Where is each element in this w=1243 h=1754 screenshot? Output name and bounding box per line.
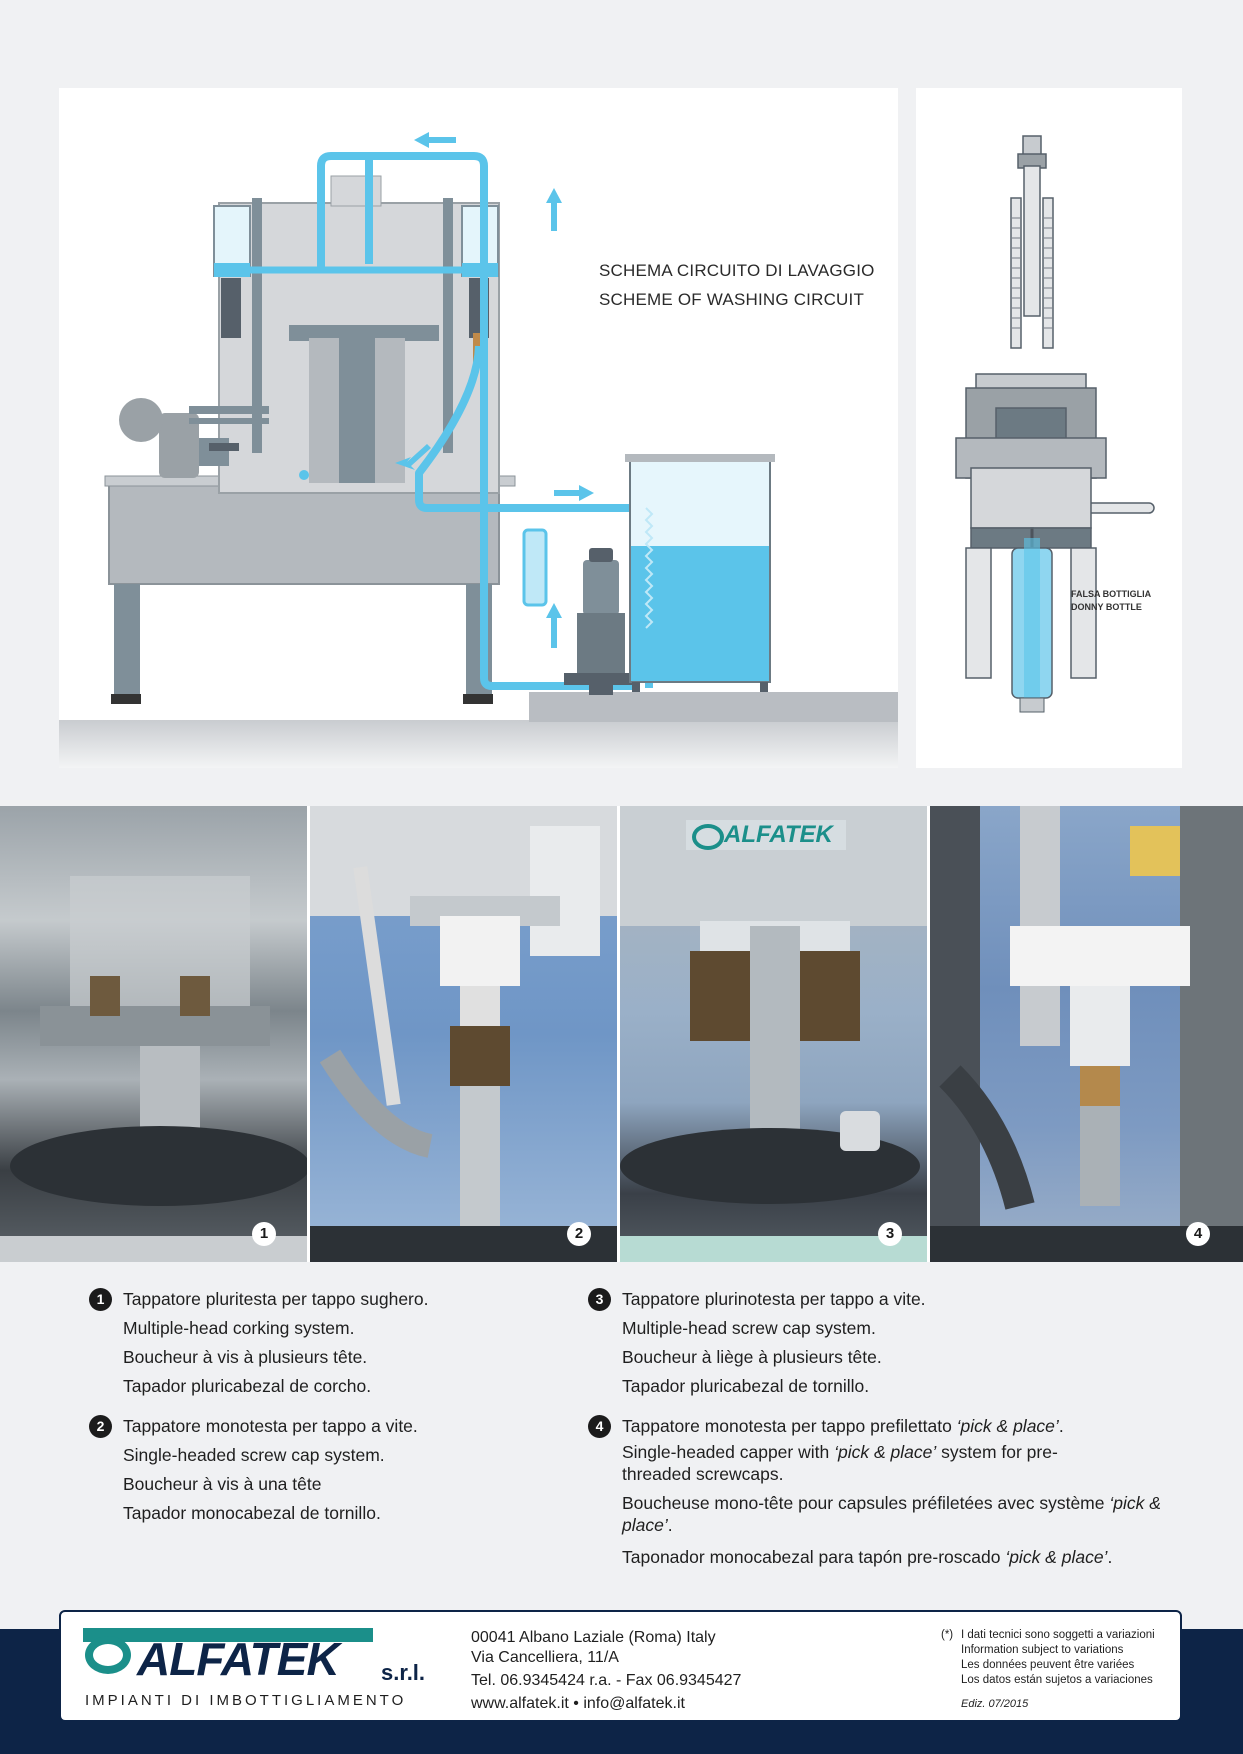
photo-3-multihead-screwcap: ALFATEK 3 <box>620 806 927 1262</box>
logo-suffix: s.r.l. <box>381 1660 426 1685</box>
caption-4-en: Single-headed capper with ‘pick & place’… <box>622 1441 1082 1485</box>
caption-4-es-end: . <box>1107 1547 1113 1567</box>
web-contacts: www.alfatek.it • info@alfatek.it <box>471 1694 741 1714</box>
caption-4-en-end: system for pre-threaded screwcaps. <box>622 1442 1058 1484</box>
photo-3-number: 3 <box>878 1222 902 1246</box>
washing-tank <box>625 454 775 692</box>
dummy-bottle-label: FALSA BOTTIGLIA DONNY BOTTLE <box>1071 588 1151 614</box>
contact-separator: • <box>573 1695 579 1712</box>
logo-brand: ALFATEK <box>137 1633 340 1685</box>
disclaimer-it: I dati tecnici sono soggetti a variazion… <box>961 1629 1155 1641</box>
capping-machine <box>104 175 516 704</box>
caption-1-it: Tappatore pluritesta per tappo sughero. <box>123 1289 429 1309</box>
photo-4-pick-and-place: 4 <box>930 806 1243 1262</box>
photo-1-multihead-corker: 1 <box>0 806 307 1262</box>
caption-1: 1 Tappatore pluritesta per tappo sughero… <box>89 1285 539 1401</box>
photo-2-number: 2 <box>567 1222 591 1246</box>
schema-title: SCHEMA CIRCUITO DI LAVAGGIO SCHEME OF WA… <box>599 256 875 314</box>
disclaimer-fr: Les données peuvent être variées <box>961 1659 1135 1671</box>
caption-1-number: 1 <box>89 1288 112 1311</box>
caption-4-es: Taponador monocabezal para tapón pre-ros… <box>622 1543 1162 1572</box>
schema-title-en: SCHEME OF WASHING CIRCUIT <box>599 290 865 309</box>
pump-platform <box>529 692 898 722</box>
schema-title-it: SCHEMA CIRCUITO DI LAVAGGIO <box>599 261 875 280</box>
caption-4-es-emphasis: ‘pick & place’ <box>1005 1547 1108 1567</box>
floor <box>59 720 898 768</box>
caption-3-en: Multiple-head screw cap system. <box>622 1318 876 1338</box>
caption-4-fr-emphasis: ‘pick & place’ <box>622 1493 1161 1535</box>
caption-1-fr: Boucheur à vis à plusieurs tête. <box>123 1347 368 1367</box>
phone-fax: Tel. 06.9345424 r.a. - Fax 06.9345427 <box>471 1672 742 1689</box>
photo-4-image <box>930 806 1243 1262</box>
photo-3-logo: ALFATEK <box>686 820 846 850</box>
caption-2-it: Tappatore monotesta per tappo a vite. <box>123 1416 418 1436</box>
washing-circuit-diagram-panel: SCHEMA CIRCUITO DI LAVAGGIO SCHEME OF WA… <box>59 88 898 768</box>
caption-2-en: Single-headed screw cap system. <box>123 1445 385 1465</box>
caption-4-number: 4 <box>588 1415 611 1438</box>
caption-3-number: 3 <box>588 1288 611 1311</box>
photo-1-image <box>0 876 307 1262</box>
caption-1-en: Multiple-head corking system. <box>123 1318 355 1338</box>
photo-2-monohead-screwcap: 2 <box>310 806 617 1262</box>
address-line-1: 00041 Albano Laziale (Roma) Italy <box>471 1629 716 1646</box>
caption-4-it-text: Tappatore monotesta per tappo prefiletta… <box>622 1416 957 1436</box>
disclaimer-en: Information subject to variations <box>961 1644 1124 1656</box>
caption-4-en-text: Single-headed capper with <box>622 1442 835 1462</box>
website-link[interactable]: www.alfatek.it <box>471 1695 569 1712</box>
logo-teal-bar <box>83 1628 373 1642</box>
dummy-bottle-label-en: DONNY BOTTLE <box>1071 602 1142 612</box>
flow-arrows <box>395 132 594 648</box>
photo-2-image <box>310 806 617 1262</box>
address-line-2: Via Cancelliera, 11/A <box>471 1649 619 1666</box>
email-link[interactable]: info@alfatek.it <box>583 1695 685 1712</box>
pump <box>564 548 638 695</box>
company-tagline: IMPIANTI DI IMBOTTIGLIAMENTO <box>85 1692 407 1709</box>
photo-3-logo-mark <box>692 824 724 850</box>
caption-2-es: Tapador monocabezal de tornillo. <box>123 1503 381 1523</box>
caption-4: 4 Tappatore monotesta per tappo prefilet… <box>588 1412 1188 1572</box>
caption-3: 3 Tappatore plurinotesta per tappo a vit… <box>588 1285 1148 1401</box>
capping-head-section-panel: FALSA BOTTIGLIA DONNY BOTTLE <box>916 88 1182 768</box>
disclaimer-es: Los datos están sujetos a variaciones <box>961 1674 1153 1686</box>
photo-4-number: 4 <box>1186 1222 1210 1246</box>
dummy-bottle-label-it: FALSA BOTTIGLIA <box>1071 589 1152 599</box>
caption-4-en-emphasis: ‘pick & place’ <box>834 1442 937 1462</box>
company-address: 00041 Albano Laziale (Roma) Italy Via Ca… <box>471 1628 741 1714</box>
caption-4-it-end: . <box>1058 1416 1064 1436</box>
caption-2: 2 Tappatore monotesta per tappo a vite. … <box>89 1412 539 1528</box>
caption-3-fr: Boucheur à liège à plusieurs tête. <box>622 1347 882 1367</box>
caption-2-fr: Boucheur à vis à una tête <box>123 1474 322 1494</box>
edition-date: Ediz. 07/2015 <box>961 1698 1029 1710</box>
caption-4-fr-end: . <box>667 1515 673 1535</box>
caption-4-it-emphasis: ‘pick & place’ <box>956 1416 1059 1436</box>
caption-4-fr-text: Boucheuse mono-tête pour capsules préfil… <box>622 1493 1110 1513</box>
footer-card: ALFATEK s.r.l. IMPIANTI DI IMBOTTIGLIAME… <box>59 1610 1182 1722</box>
photo-strip: 1 2 ALFATEK <box>0 806 1243 1262</box>
capping-head-section <box>955 135 1155 713</box>
caption-1-es: Tapador pluricabezal de corcho. <box>123 1376 372 1396</box>
caption-3-it: Tappatore plurinotesta per tappo a vite. <box>622 1289 926 1309</box>
caption-2-number: 2 <box>89 1415 112 1438</box>
company-logo: ALFATEK s.r.l. <box>83 1628 425 1688</box>
disclaimer-notes: I dati tecnici sono soggetti a variazion… <box>961 1628 1155 1688</box>
caption-4-it: Tappatore monotesta per tappo prefiletta… <box>622 1412 1162 1441</box>
disclaimer-mark: (*) <box>941 1629 954 1641</box>
caption-3-es: Tapador pluricabezal de tornillo. <box>622 1376 870 1396</box>
washing-circuit-diagram <box>59 132 898 768</box>
caption-4-es-text: Taponador monocabezal para tapón pre-ros… <box>622 1547 1006 1567</box>
logo-ring-icon <box>85 1636 131 1674</box>
photo-3-image <box>620 806 927 1262</box>
photo-1-number: 1 <box>252 1222 276 1246</box>
filter-coil <box>522 528 548 607</box>
caption-4-fr: Boucheuse mono-tête pour capsules préfil… <box>622 1492 1162 1536</box>
photo-3-logo-text: ALFATEK <box>724 821 833 848</box>
